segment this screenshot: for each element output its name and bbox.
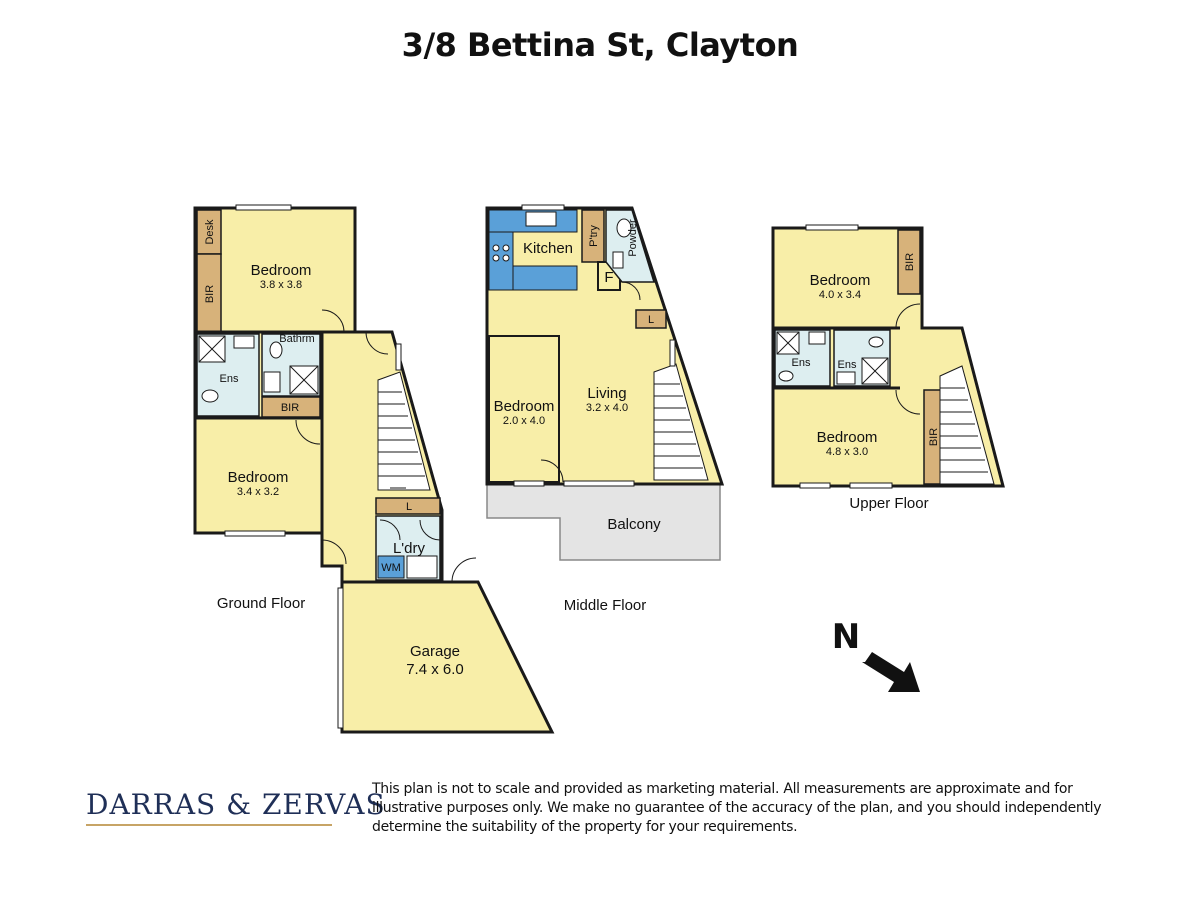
ground-floor-plan: Desk BIR Bedroom 3.8 x 3.8 Bathrm Ens BI…: [193, 204, 555, 734]
kitchen-island: [512, 265, 578, 291]
ground-bedroom-1-label: Bedroom: [251, 262, 312, 279]
upper-bir-1: [897, 229, 921, 295]
upper-bedroom-2-size: 4.8 x 3.0: [826, 446, 868, 458]
fridge-label: F: [604, 269, 613, 286]
door-swing: [295, 419, 321, 445]
middle-floor-plan: Kitchen P'try F Powder L Bedroom 2.0 x 4…: [485, 204, 725, 614]
kitchen-label: Kitchen: [523, 240, 573, 257]
upper-floor-plan: Bedroom 4.0 x 3.4 BIR Ens Ens Bedroom 4.…: [771, 224, 1005, 512]
vanity: [233, 335, 255, 349]
compass: N: [832, 617, 920, 692]
window: [224, 530, 286, 537]
door-swing: [895, 303, 921, 329]
pantry-label: P'try: [588, 225, 600, 247]
middle-linen-label: L: [648, 314, 654, 326]
laundry-tub: [406, 555, 438, 579]
ground-bedroom-1-size: 3.8 x 3.8: [260, 279, 302, 291]
cooktop: [492, 254, 500, 262]
upper-ensuite-1-label: Ens: [792, 357, 811, 369]
upper-floor-label: Upper Floor: [849, 495, 928, 512]
door-swing: [419, 519, 441, 541]
upper-bir-1-label: BIR: [904, 253, 916, 271]
window: [805, 224, 859, 231]
door-swing: [540, 459, 564, 483]
middle-staircase: [653, 363, 709, 481]
upper-bedroom-1-size: 4.0 x 3.4: [819, 289, 861, 301]
middle-linen: [635, 309, 667, 329]
toilet: [616, 218, 632, 238]
kitchen-bench: [488, 231, 514, 291]
window: [395, 343, 402, 371]
upper-staircase: [939, 365, 995, 485]
ground-bir-1-label: BIR: [204, 285, 216, 303]
window: [235, 204, 292, 211]
window: [669, 339, 676, 367]
vanity: [808, 331, 826, 345]
ground-linen: [375, 497, 441, 515]
toilet: [778, 370, 794, 382]
ground-desk-label: Desk: [204, 219, 216, 245]
door-swing: [321, 309, 345, 333]
disclaimer: This plan is not to scale and provided a…: [372, 781, 1102, 835]
garage-size: 7.4 x 6.0: [406, 661, 464, 678]
ground-ensuite-label: Ens: [220, 373, 239, 385]
window: [513, 480, 545, 487]
toilet: [868, 336, 884, 348]
ground-linen-label: L: [406, 501, 412, 513]
upper-bedroom-2-label: Bedroom: [817, 429, 878, 446]
sliding-door: [563, 480, 635, 487]
pantry: [581, 209, 605, 263]
page-title: 3/8 Bettina St, Clayton: [401, 26, 799, 64]
door-swing: [379, 519, 401, 541]
washing-machine: [377, 555, 405, 579]
kitchen-sink: [525, 211, 557, 227]
ground-bir-2-label: BIR: [281, 402, 299, 414]
door-swing: [621, 281, 641, 301]
powder-label: Powder: [627, 219, 639, 257]
middle-bedroom-label: Bedroom: [494, 398, 555, 415]
ground-bedroom-2-size: 3.4 x 3.2: [237, 486, 279, 498]
ground-floor-label: Ground Floor: [217, 595, 305, 612]
window: [799, 482, 831, 489]
north-label: N: [832, 617, 860, 657]
upper-bedroom-1-label: Bedroom: [810, 272, 871, 289]
middle-floor-label: Middle Floor: [564, 597, 647, 614]
window: [849, 482, 893, 489]
brand-underline: [86, 824, 332, 826]
living-label: Living: [587, 385, 626, 402]
toilet: [269, 341, 283, 359]
brand-logo: DARRAS & ZERVAS: [86, 788, 386, 821]
door-swing: [451, 557, 477, 583]
middle-bedroom-size: 2.0 x 4.0: [503, 415, 545, 427]
ground-bedroom-2-label: Bedroom: [228, 469, 289, 486]
vanity: [612, 251, 624, 269]
upper-ensuite-2-label: Ens: [838, 359, 857, 371]
washing-machine-label: WM: [381, 562, 401, 574]
balcony-label: Balcony: [607, 516, 661, 533]
toilet: [201, 389, 219, 403]
ground-bir-1: [196, 253, 222, 333]
door-swing: [321, 539, 347, 565]
window: [521, 204, 565, 211]
door-swing: [895, 389, 921, 415]
north-arrow-icon: [862, 652, 920, 692]
ground-laundry-label: L'dry: [393, 540, 426, 557]
door-swing: [365, 331, 389, 355]
cooktop: [502, 254, 510, 262]
balcony: [486, 483, 721, 561]
ground-desk: [196, 209, 222, 255]
garage-door: [337, 587, 344, 729]
cooktop: [502, 244, 510, 252]
garage-label: Garage: [410, 643, 460, 660]
ground-staircase: [377, 371, 431, 491]
vanity: [836, 371, 856, 385]
upper-bir-2-label: BIR: [928, 428, 940, 446]
cooktop: [492, 244, 500, 252]
ground-bedroom-2: [193, 416, 324, 535]
vanity: [263, 371, 281, 393]
ground-bathroom-label: Bathrm: [279, 333, 314, 345]
living-size: 3.2 x 4.0: [586, 402, 628, 414]
